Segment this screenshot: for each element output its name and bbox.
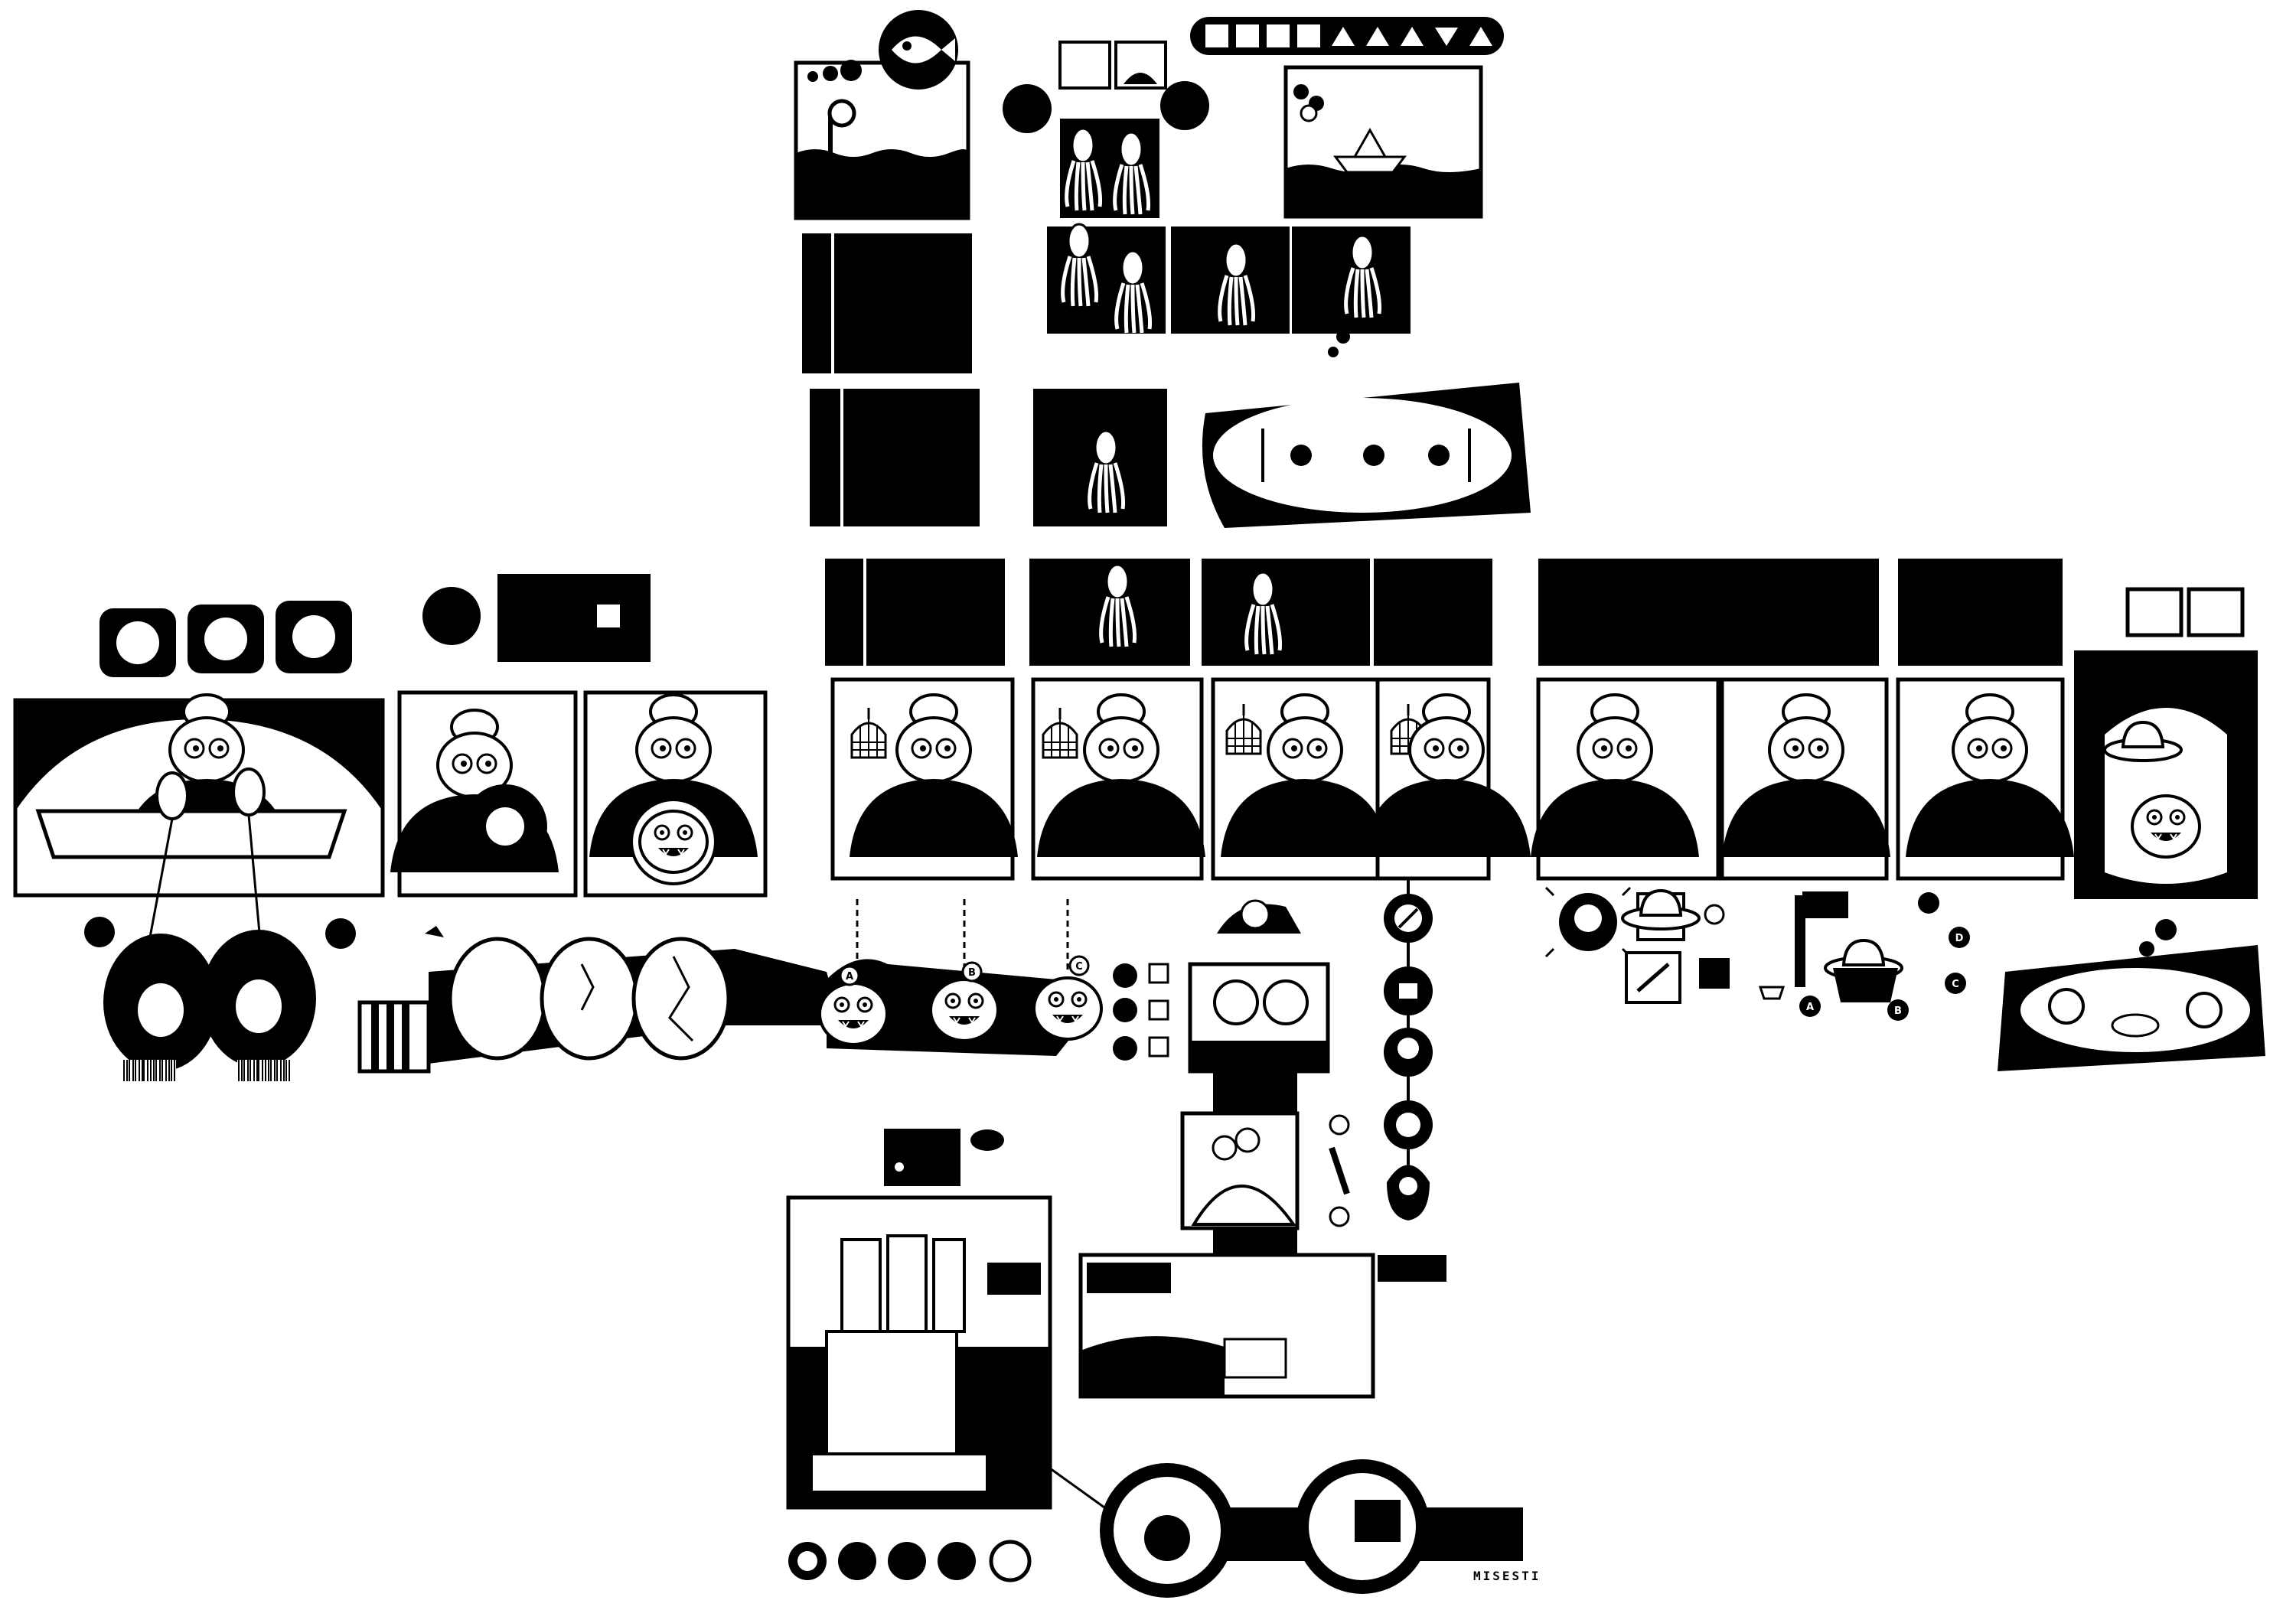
plus-option-icon xyxy=(325,918,356,949)
option-label-c: C xyxy=(1075,961,1083,973)
monster-options: A B C xyxy=(818,899,1350,1263)
option-label-b: B xyxy=(968,967,976,979)
ufo-option-a: A xyxy=(1806,1002,1814,1013)
paper-boat-icon xyxy=(1003,84,1052,133)
artist-signature: MISESTI xyxy=(1473,1569,1541,1583)
status-icon-column xyxy=(1384,878,1433,1221)
feeding-panels xyxy=(830,650,2258,899)
bottom-panels xyxy=(786,1129,1523,1598)
rocket-fish-icon xyxy=(987,1263,1041,1295)
heart-icon xyxy=(2048,988,2085,1025)
left-story xyxy=(13,574,842,1082)
egg-icon xyxy=(450,939,545,1058)
dark-panel-row xyxy=(825,559,2245,666)
barcode-icon xyxy=(122,1059,177,1082)
option-label-a: A xyxy=(846,971,853,983)
birdcage-icon xyxy=(1160,81,1209,130)
right-choices: A B C D xyxy=(1544,886,2265,1071)
monster-icon xyxy=(818,982,889,1046)
ufo-option-b: B xyxy=(1894,1005,1902,1017)
ufo-option-c: C xyxy=(1952,979,1959,990)
ufo-option-d: D xyxy=(1955,933,1964,944)
top-panels xyxy=(794,10,1531,528)
minus-option-icon xyxy=(84,917,115,947)
castle-icon xyxy=(825,1330,958,1455)
